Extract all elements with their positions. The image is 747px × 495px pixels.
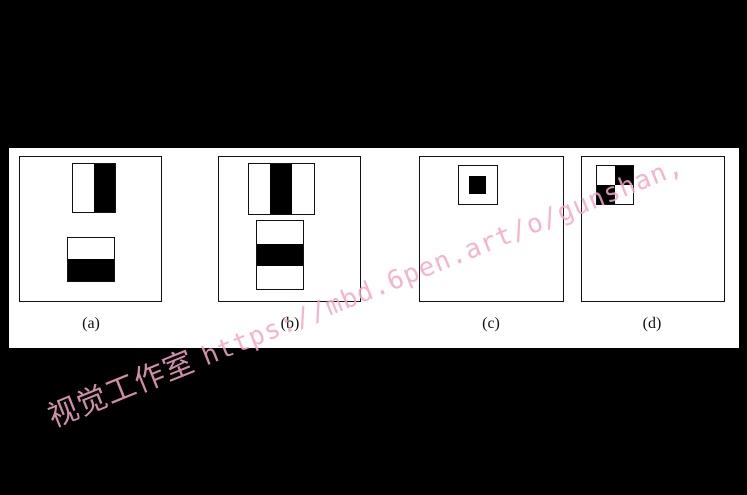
panel-b-horizontal-dark-stripe	[257, 244, 303, 266]
panel-a-vertical-edge-feature	[72, 163, 116, 213]
panel-d-top-right-dark-square	[615, 166, 633, 185]
panel-b-vertical-line-feature	[248, 163, 315, 215]
panel-a-horizontal-dark-half	[68, 259, 114, 281]
panel-d-bottom-left-dark-square	[597, 185, 615, 204]
panel-d-diagonal-feature	[596, 165, 634, 205]
panel-a-horizontal-edge-feature	[67, 237, 115, 282]
panel-b-frame	[218, 156, 361, 302]
panel-a-frame	[19, 156, 162, 302]
panel-b-vertical-dark-stripe	[270, 164, 292, 214]
figure-strip: (a) (b) (c) (d)	[9, 148, 739, 348]
panel-c-center-dark-square	[469, 176, 486, 194]
panel-d-label: (d)	[642, 315, 662, 332]
panel-c-center-surround-feature	[458, 165, 498, 205]
panel-a-vertical-dark-half	[94, 164, 115, 212]
panel-c-frame	[419, 156, 564, 302]
panel-b-horizontal-line-feature	[256, 220, 304, 290]
panel-d-frame	[581, 156, 725, 302]
panel-c-label: (c)	[482, 315, 500, 332]
watermark-chinese-text: 视觉工作室	[42, 344, 200, 435]
panel-b-label: (b)	[280, 315, 300, 332]
panel-a-label: (a)	[82, 315, 100, 332]
